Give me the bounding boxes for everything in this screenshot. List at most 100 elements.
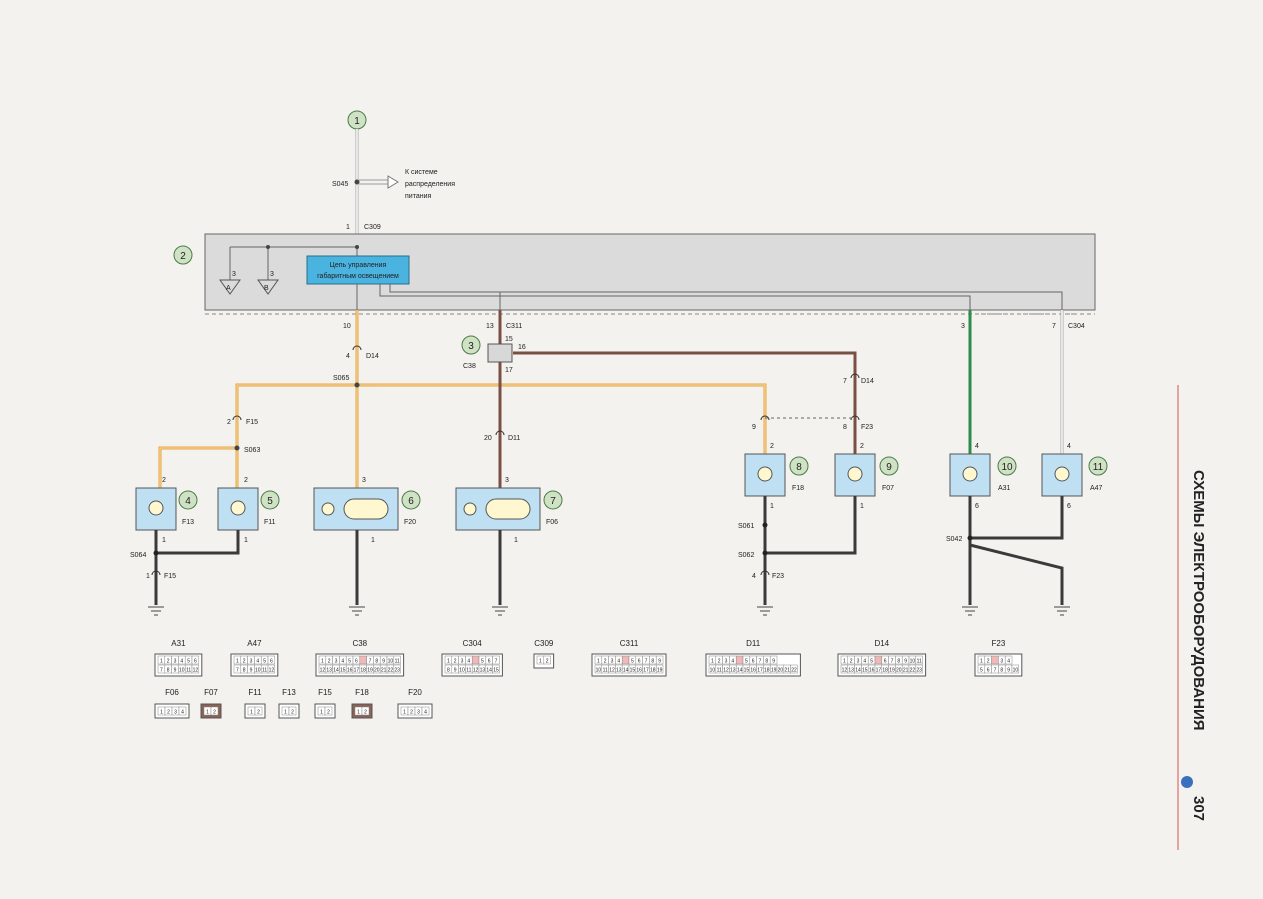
ground-symbols — [148, 606, 1070, 616]
connector-c311-label: C311 — [506, 323, 522, 330]
svg-text:6: 6 — [270, 659, 273, 665]
svg-text:10: 10 — [710, 668, 716, 674]
svg-text:9: 9 — [1007, 668, 1010, 674]
page-number: 307 — [1190, 796, 1207, 821]
svg-text:13: 13 — [486, 323, 494, 330]
splice-s063 — [234, 445, 240, 451]
svg-text:3: 3 — [461, 659, 464, 665]
svg-text:11: 11 — [395, 659, 400, 665]
svg-text:6: 6 — [194, 659, 197, 665]
svg-text:17: 17 — [643, 668, 649, 674]
svg-text:10: 10 — [910, 659, 916, 665]
svg-text:питания: питания — [405, 193, 431, 200]
svg-text:F18: F18 — [355, 688, 369, 697]
svg-text:5: 5 — [980, 668, 983, 674]
svg-text:23: 23 — [916, 668, 922, 674]
svg-text:4: 4 — [180, 659, 183, 665]
svg-text:1: 1 — [236, 659, 239, 665]
svg-text:10: 10 — [596, 668, 602, 674]
svg-text:2: 2 — [243, 659, 246, 665]
svg-text:16: 16 — [750, 668, 756, 674]
svg-text:8: 8 — [765, 659, 768, 665]
svg-text:3: 3 — [362, 477, 366, 484]
svg-text:C304: C304 — [463, 639, 483, 648]
svg-text:1: 1 — [447, 659, 450, 665]
svg-text:F18: F18 — [792, 485, 804, 492]
svg-text:4: 4 — [752, 573, 756, 580]
lamp-7: 7 F06 3 1 — [455, 477, 563, 544]
svg-text:3: 3 — [1000, 659, 1003, 665]
svg-text:D11: D11 — [508, 435, 520, 442]
svg-text:9: 9 — [250, 668, 253, 674]
svg-text:6: 6 — [884, 659, 887, 665]
svg-text:1: 1 — [160, 659, 163, 665]
svg-text:10: 10 — [388, 659, 394, 665]
svg-text:2: 2 — [213, 710, 216, 716]
badge-3: 3 — [461, 335, 481, 355]
svg-text:D11: D11 — [746, 639, 761, 648]
svg-text:10: 10 — [1001, 462, 1013, 473]
svg-text:2: 2 — [327, 710, 330, 716]
svg-text:D14: D14 — [366, 353, 379, 360]
svg-text:7: 7 — [759, 659, 762, 665]
svg-text:16: 16 — [347, 668, 353, 674]
svg-text:D14: D14 — [861, 378, 874, 385]
svg-text:5: 5 — [631, 659, 634, 665]
svg-text:5: 5 — [263, 659, 266, 665]
svg-text:9: 9 — [382, 659, 385, 665]
svg-text:1: 1 — [346, 224, 350, 231]
svg-text:4: 4 — [467, 659, 470, 665]
svg-text:1: 1 — [597, 659, 600, 665]
svg-text:19: 19 — [889, 668, 895, 674]
svg-text:18: 18 — [882, 668, 888, 674]
lamp-6: 6 F20 3 1 — [313, 477, 421, 544]
svg-text:14: 14 — [737, 668, 743, 674]
svg-text:2: 2 — [454, 659, 457, 665]
svg-text:4: 4 — [346, 353, 350, 360]
svg-text:5: 5 — [267, 496, 273, 507]
svg-text:22: 22 — [910, 668, 916, 674]
svg-text:1: 1 — [357, 710, 360, 716]
svg-text:20: 20 — [484, 435, 492, 442]
svg-text:5: 5 — [348, 659, 351, 665]
svg-text:4: 4 — [185, 496, 191, 507]
svg-text:8: 8 — [1000, 668, 1003, 674]
svg-text:10: 10 — [179, 668, 185, 674]
svg-text:16: 16 — [636, 668, 642, 674]
svg-text:12: 12 — [723, 668, 729, 674]
svg-text:22: 22 — [388, 668, 394, 674]
svg-text:5: 5 — [187, 659, 190, 665]
svg-text:11: 11 — [917, 659, 922, 665]
connector-c309-label: C309 — [364, 224, 381, 231]
svg-text:1: 1 — [284, 710, 287, 716]
svg-text:2: 2 — [770, 443, 774, 450]
arrow-to-power-distribution: К системе распределения питания — [359, 169, 455, 200]
svg-text:1: 1 — [160, 710, 163, 716]
svg-text:8: 8 — [897, 659, 900, 665]
ground-a-icon: A 3 — [219, 271, 241, 295]
connector-c38-block — [487, 343, 513, 363]
svg-text:1: 1 — [162, 537, 166, 544]
svg-text:7: 7 — [369, 659, 372, 665]
lamp-9: 9 F07 2 1 — [834, 443, 899, 510]
svg-text:14: 14 — [486, 668, 492, 674]
svg-text:13: 13 — [730, 668, 736, 674]
svg-text:12: 12 — [842, 668, 848, 674]
svg-text:15: 15 — [862, 668, 868, 674]
svg-text:10: 10 — [343, 323, 351, 330]
splice-s064: S064 — [130, 552, 146, 559]
svg-text:1: 1 — [403, 710, 406, 716]
svg-text:8: 8 — [843, 424, 847, 431]
svg-text:F07: F07 — [882, 485, 894, 492]
svg-text:22: 22 — [791, 668, 797, 674]
svg-text:4: 4 — [863, 659, 866, 665]
svg-text:F15: F15 — [318, 688, 332, 697]
svg-text:C311: C311 — [620, 639, 639, 648]
svg-text:8: 8 — [447, 668, 450, 674]
svg-text:3: 3 — [250, 659, 253, 665]
svg-text:15: 15 — [505, 336, 513, 343]
svg-text:12: 12 — [320, 668, 326, 674]
